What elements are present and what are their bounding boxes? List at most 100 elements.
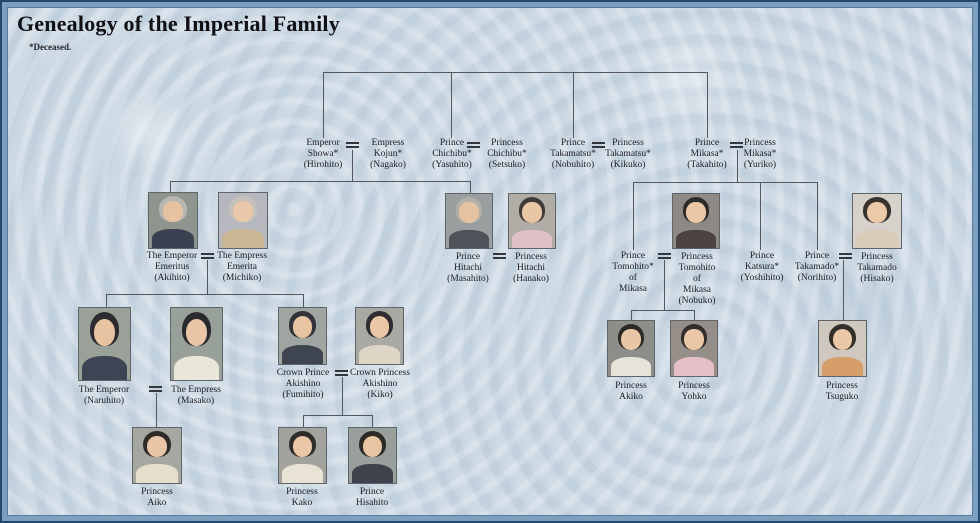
- label-fumihito: Crown Prince Akishino (Fumihito): [276, 368, 330, 400]
- connector-line: [737, 150, 738, 182]
- portrait-face: [162, 201, 184, 223]
- portrait-face: [292, 436, 313, 458]
- portrait-face: [832, 329, 853, 351]
- connector-line: [170, 181, 471, 182]
- photo-hitachi: [445, 193, 493, 249]
- connector-line: [170, 181, 171, 193]
- connector-line: [451, 72, 452, 138]
- connector-line: [372, 415, 373, 427]
- connector-line: [843, 260, 844, 320]
- label-hisahito: Prince Hisahito: [355, 487, 389, 508]
- label-chichibu-p: Princess Chichibu* (Setsuko): [487, 138, 527, 170]
- label-hitachi: Prince Hitachi (Masahito): [447, 252, 489, 284]
- portrait-face: [369, 316, 390, 338]
- marriage-connector: [493, 253, 506, 259]
- label-katsura: Prince Katsura* (Yoshihito): [740, 251, 784, 283]
- label-takamado: Prince Takamado* (Norihito): [794, 251, 840, 283]
- portrait-shoulders: [351, 464, 394, 483]
- portrait-shoulders: [511, 229, 553, 248]
- portrait-face: [684, 329, 704, 351]
- label-michiko: The Empress Emerita (Michiko): [217, 251, 267, 283]
- marriage-connector: [730, 142, 743, 148]
- connector-line: [323, 72, 324, 138]
- label-chichibu: Prince Chichibu* (Yasuhito): [432, 138, 472, 170]
- connector-line: [352, 150, 353, 181]
- portrait-shoulders: [673, 357, 715, 376]
- portrait-face: [93, 318, 116, 347]
- photo-kako: [278, 427, 327, 484]
- label-hisako: Princess Takamado (Hisako): [857, 252, 897, 284]
- label-nobuko: Princess Tomohito of Mikasa (Nobuko): [678, 252, 716, 306]
- marriage-connector: [335, 370, 348, 376]
- label-kiko: Crown Princess Akishino (Kiko): [350, 368, 410, 400]
- photo-michiko: [218, 192, 268, 249]
- label-akiko: Princess Akiko: [615, 381, 647, 402]
- connector-line: [470, 181, 471, 194]
- label-mikasa: Prince Mikasa* (Takahito): [687, 138, 727, 170]
- photo-yohko: [670, 320, 718, 377]
- photo-akiko: [607, 320, 655, 377]
- portrait-shoulders: [82, 355, 127, 380]
- connector-line: [342, 377, 343, 415]
- portrait-shoulders: [610, 357, 652, 376]
- portrait-face: [686, 202, 706, 223]
- connector-line: [303, 294, 304, 307]
- connector-line: [633, 182, 634, 250]
- portrait-face: [522, 202, 542, 223]
- label-kojun: Empress Kojun* (Nagako): [370, 138, 406, 170]
- photo-hisako: [852, 193, 902, 249]
- portrait-face: [866, 202, 888, 223]
- connector-line: [207, 260, 208, 294]
- page-title: Genealogy of the Imperial Family: [17, 11, 340, 36]
- label-naruhito: The Emperor (Naruhito): [78, 385, 130, 406]
- photo-nobuko: [672, 193, 720, 249]
- marriage-connector: [467, 142, 480, 148]
- connector-line: [817, 182, 818, 250]
- portrait-face: [185, 318, 208, 347]
- photo-masako: [170, 307, 223, 381]
- photo-kiko: [355, 307, 404, 365]
- marriage-connector: [839, 253, 852, 259]
- portrait-face: [621, 329, 641, 351]
- portrait-shoulders: [151, 229, 195, 248]
- label-mikasa-p: Princess Mikasa* (Yuriko): [743, 138, 777, 170]
- portrait-shoulders: [281, 464, 324, 483]
- portrait-face: [362, 436, 383, 458]
- photo-fumihito: [278, 307, 327, 365]
- photo-tsuguko: [818, 320, 867, 377]
- connector-line: [664, 260, 665, 310]
- portrait-shoulders: [358, 344, 401, 364]
- connector-line: [694, 310, 695, 320]
- portrait-face: [232, 201, 254, 223]
- portrait-face: [292, 316, 313, 338]
- photo-naruhito: [78, 307, 131, 381]
- label-takamatsu-p: Princess Takamatsu* (Kikuko): [605, 138, 651, 170]
- connector-line: [631, 310, 632, 320]
- label-aiko: Princess Aiko: [141, 487, 173, 508]
- connector-line: [760, 182, 761, 250]
- portrait-shoulders: [675, 229, 717, 248]
- connector-line: [707, 72, 708, 138]
- connector-line: [106, 294, 304, 295]
- connector-line: [633, 182, 818, 183]
- portrait-shoulders: [855, 229, 899, 248]
- portrait-face: [146, 436, 168, 458]
- portrait-shoulders: [821, 357, 864, 376]
- portrait-shoulders: [281, 344, 324, 364]
- label-masako: The Empress (Masako): [171, 385, 221, 406]
- connector-line: [573, 72, 574, 138]
- connector-line: [631, 310, 695, 311]
- portrait-shoulders: [448, 229, 490, 248]
- photo-akihito: [148, 192, 198, 249]
- marriage-connector: [346, 142, 359, 148]
- deceased-legend: *Deceased.: [29, 42, 72, 52]
- photo-hisahito: [348, 427, 397, 484]
- marriage-connector: [592, 142, 605, 148]
- photo-aiko: [132, 427, 182, 484]
- label-yohko: Princess Yohko: [678, 381, 710, 402]
- marriage-connector: [658, 253, 671, 259]
- portrait-shoulders: [174, 355, 219, 380]
- label-akihito: The Emperor Emeritus (Akihito): [146, 251, 198, 283]
- connector-line: [106, 294, 107, 307]
